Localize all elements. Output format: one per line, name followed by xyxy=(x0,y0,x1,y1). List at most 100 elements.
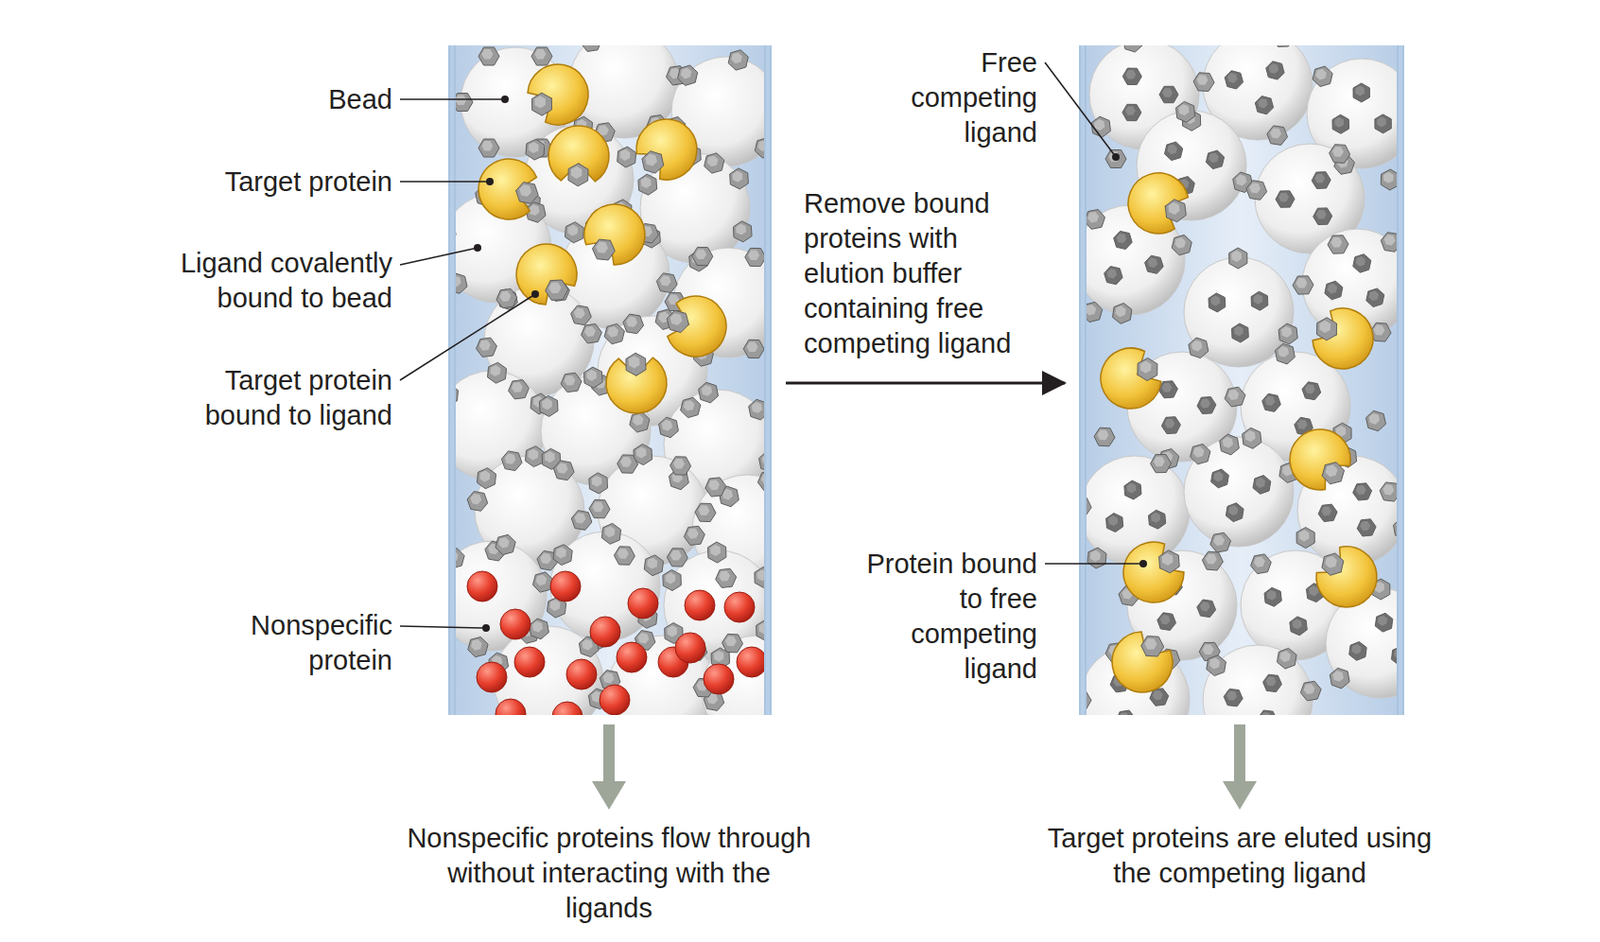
ligand-hexagon xyxy=(1171,234,1192,255)
nonspecific-protein xyxy=(467,571,498,602)
ligand-hexagon xyxy=(1263,674,1283,692)
ligand-hexagon xyxy=(467,491,488,512)
leader-line xyxy=(400,180,490,183)
ligand-hexagon xyxy=(1113,303,1132,325)
ligand-highlight xyxy=(532,621,543,633)
ligand-hexagon xyxy=(501,451,522,471)
leader-line xyxy=(400,247,478,265)
ligand-highlight xyxy=(1308,585,1319,596)
ligand-highlight xyxy=(479,340,491,351)
ligand-highlight xyxy=(1162,87,1173,98)
ligand-highlight xyxy=(1152,690,1164,700)
leader-dot xyxy=(482,624,490,632)
ligand-hexagon xyxy=(1190,444,1211,465)
target-protein xyxy=(516,243,577,305)
flow-arrow xyxy=(591,724,1257,810)
ligand-highlight xyxy=(1245,430,1256,442)
ligand-hexagon xyxy=(1289,616,1307,636)
ligand-highlight xyxy=(519,184,532,197)
ligand-highlight xyxy=(697,504,710,516)
ligand-highlight xyxy=(617,548,629,559)
ligand-highlight xyxy=(646,557,658,570)
ligand-hexagon xyxy=(553,544,573,566)
ligand-hexagon xyxy=(1252,475,1271,495)
ligand-highlight xyxy=(1269,127,1282,139)
nonspecific-protein xyxy=(500,608,531,640)
part-label: Remove bound proteins with elution buffe… xyxy=(803,186,1036,362)
ligand-highlight xyxy=(544,451,556,463)
ligand-highlight xyxy=(1269,63,1280,74)
ligand-hexagon xyxy=(656,273,678,294)
ligand-hexagon xyxy=(1277,647,1298,669)
ligand-hexagon xyxy=(1205,150,1224,170)
ligand-highlight xyxy=(695,249,707,261)
ligand-hexagon xyxy=(1104,266,1124,285)
ligand-highlight xyxy=(1292,618,1303,629)
ligand-highlight xyxy=(573,307,586,318)
leader-line xyxy=(400,98,505,101)
ligand-hexagon xyxy=(730,168,749,190)
ligand-highlight xyxy=(1162,553,1174,566)
bead xyxy=(493,626,604,715)
ligand-hexagon xyxy=(626,352,646,376)
ligand-hexagon xyxy=(708,541,727,563)
ligand-highlight xyxy=(1278,192,1289,203)
part-label: Free competing ligand xyxy=(886,45,1038,151)
target-protein xyxy=(584,204,645,265)
target-protein xyxy=(527,64,589,125)
ligand-hexagon xyxy=(525,139,545,160)
leader-dot xyxy=(1139,559,1148,568)
leader-line xyxy=(400,626,487,628)
ligand-hexagon xyxy=(680,397,701,418)
ligand-hexagon xyxy=(1091,116,1111,138)
ligand-highlight xyxy=(1160,614,1171,625)
ligand-hexagon xyxy=(1201,551,1223,571)
ligand-hexagon xyxy=(1087,547,1107,569)
nonspecific-protein xyxy=(566,659,597,690)
ligand-hexagon xyxy=(692,246,714,265)
column-left xyxy=(430,24,820,751)
ligand-hexagon xyxy=(1275,343,1296,365)
ligand-highlight xyxy=(1384,234,1396,245)
ligand-highlight xyxy=(1087,211,1099,224)
ligand-highlight xyxy=(1167,202,1180,215)
ligand-highlight xyxy=(1222,436,1234,449)
ligand-highlight xyxy=(481,140,493,151)
ligand-highlight xyxy=(1257,98,1269,109)
ligand-hexagon xyxy=(495,534,516,555)
leader-dot xyxy=(531,290,540,298)
ligand-highlight xyxy=(1255,477,1266,488)
ligand-hexagon xyxy=(525,446,545,468)
ligand-hexagon xyxy=(1349,642,1368,661)
ligand-hexagon xyxy=(533,572,554,592)
ligand-hexagon xyxy=(1332,114,1350,134)
nonspecific-protein xyxy=(627,588,659,619)
ligand-highlight xyxy=(1108,515,1118,526)
ligand-hexagon xyxy=(617,454,639,473)
ligand-highlight xyxy=(563,375,575,386)
ligand-highlight xyxy=(1267,590,1277,601)
ligand-hexagon xyxy=(1353,483,1373,501)
ligand-highlight xyxy=(732,171,744,183)
ligand-hexagon xyxy=(553,460,574,481)
ligand-highlight xyxy=(707,155,719,167)
ligand-hexagon xyxy=(745,247,766,266)
ligand-hexagon xyxy=(1176,101,1196,122)
ligand-highlight xyxy=(680,68,693,80)
ligand-highlight xyxy=(1281,326,1292,338)
ligand-highlight xyxy=(1125,69,1136,80)
ligand-highlight xyxy=(1085,304,1097,316)
ligand-hexagon xyxy=(1272,45,1294,47)
ligand-hexagon xyxy=(1210,532,1232,553)
ligand-hexagon xyxy=(476,337,498,357)
nonspecific-protein xyxy=(550,571,581,602)
ligand-highlight xyxy=(1376,116,1387,127)
ligand-highlight xyxy=(1355,86,1365,97)
nonspecific-protein xyxy=(514,646,545,678)
ligand-hexagon xyxy=(1223,689,1243,707)
leader-dot xyxy=(473,243,482,252)
ligand-highlight xyxy=(511,382,523,393)
ligand-hexagon xyxy=(477,468,497,489)
ligand-highlight xyxy=(1304,383,1316,394)
ligand-highlight xyxy=(1253,556,1266,567)
